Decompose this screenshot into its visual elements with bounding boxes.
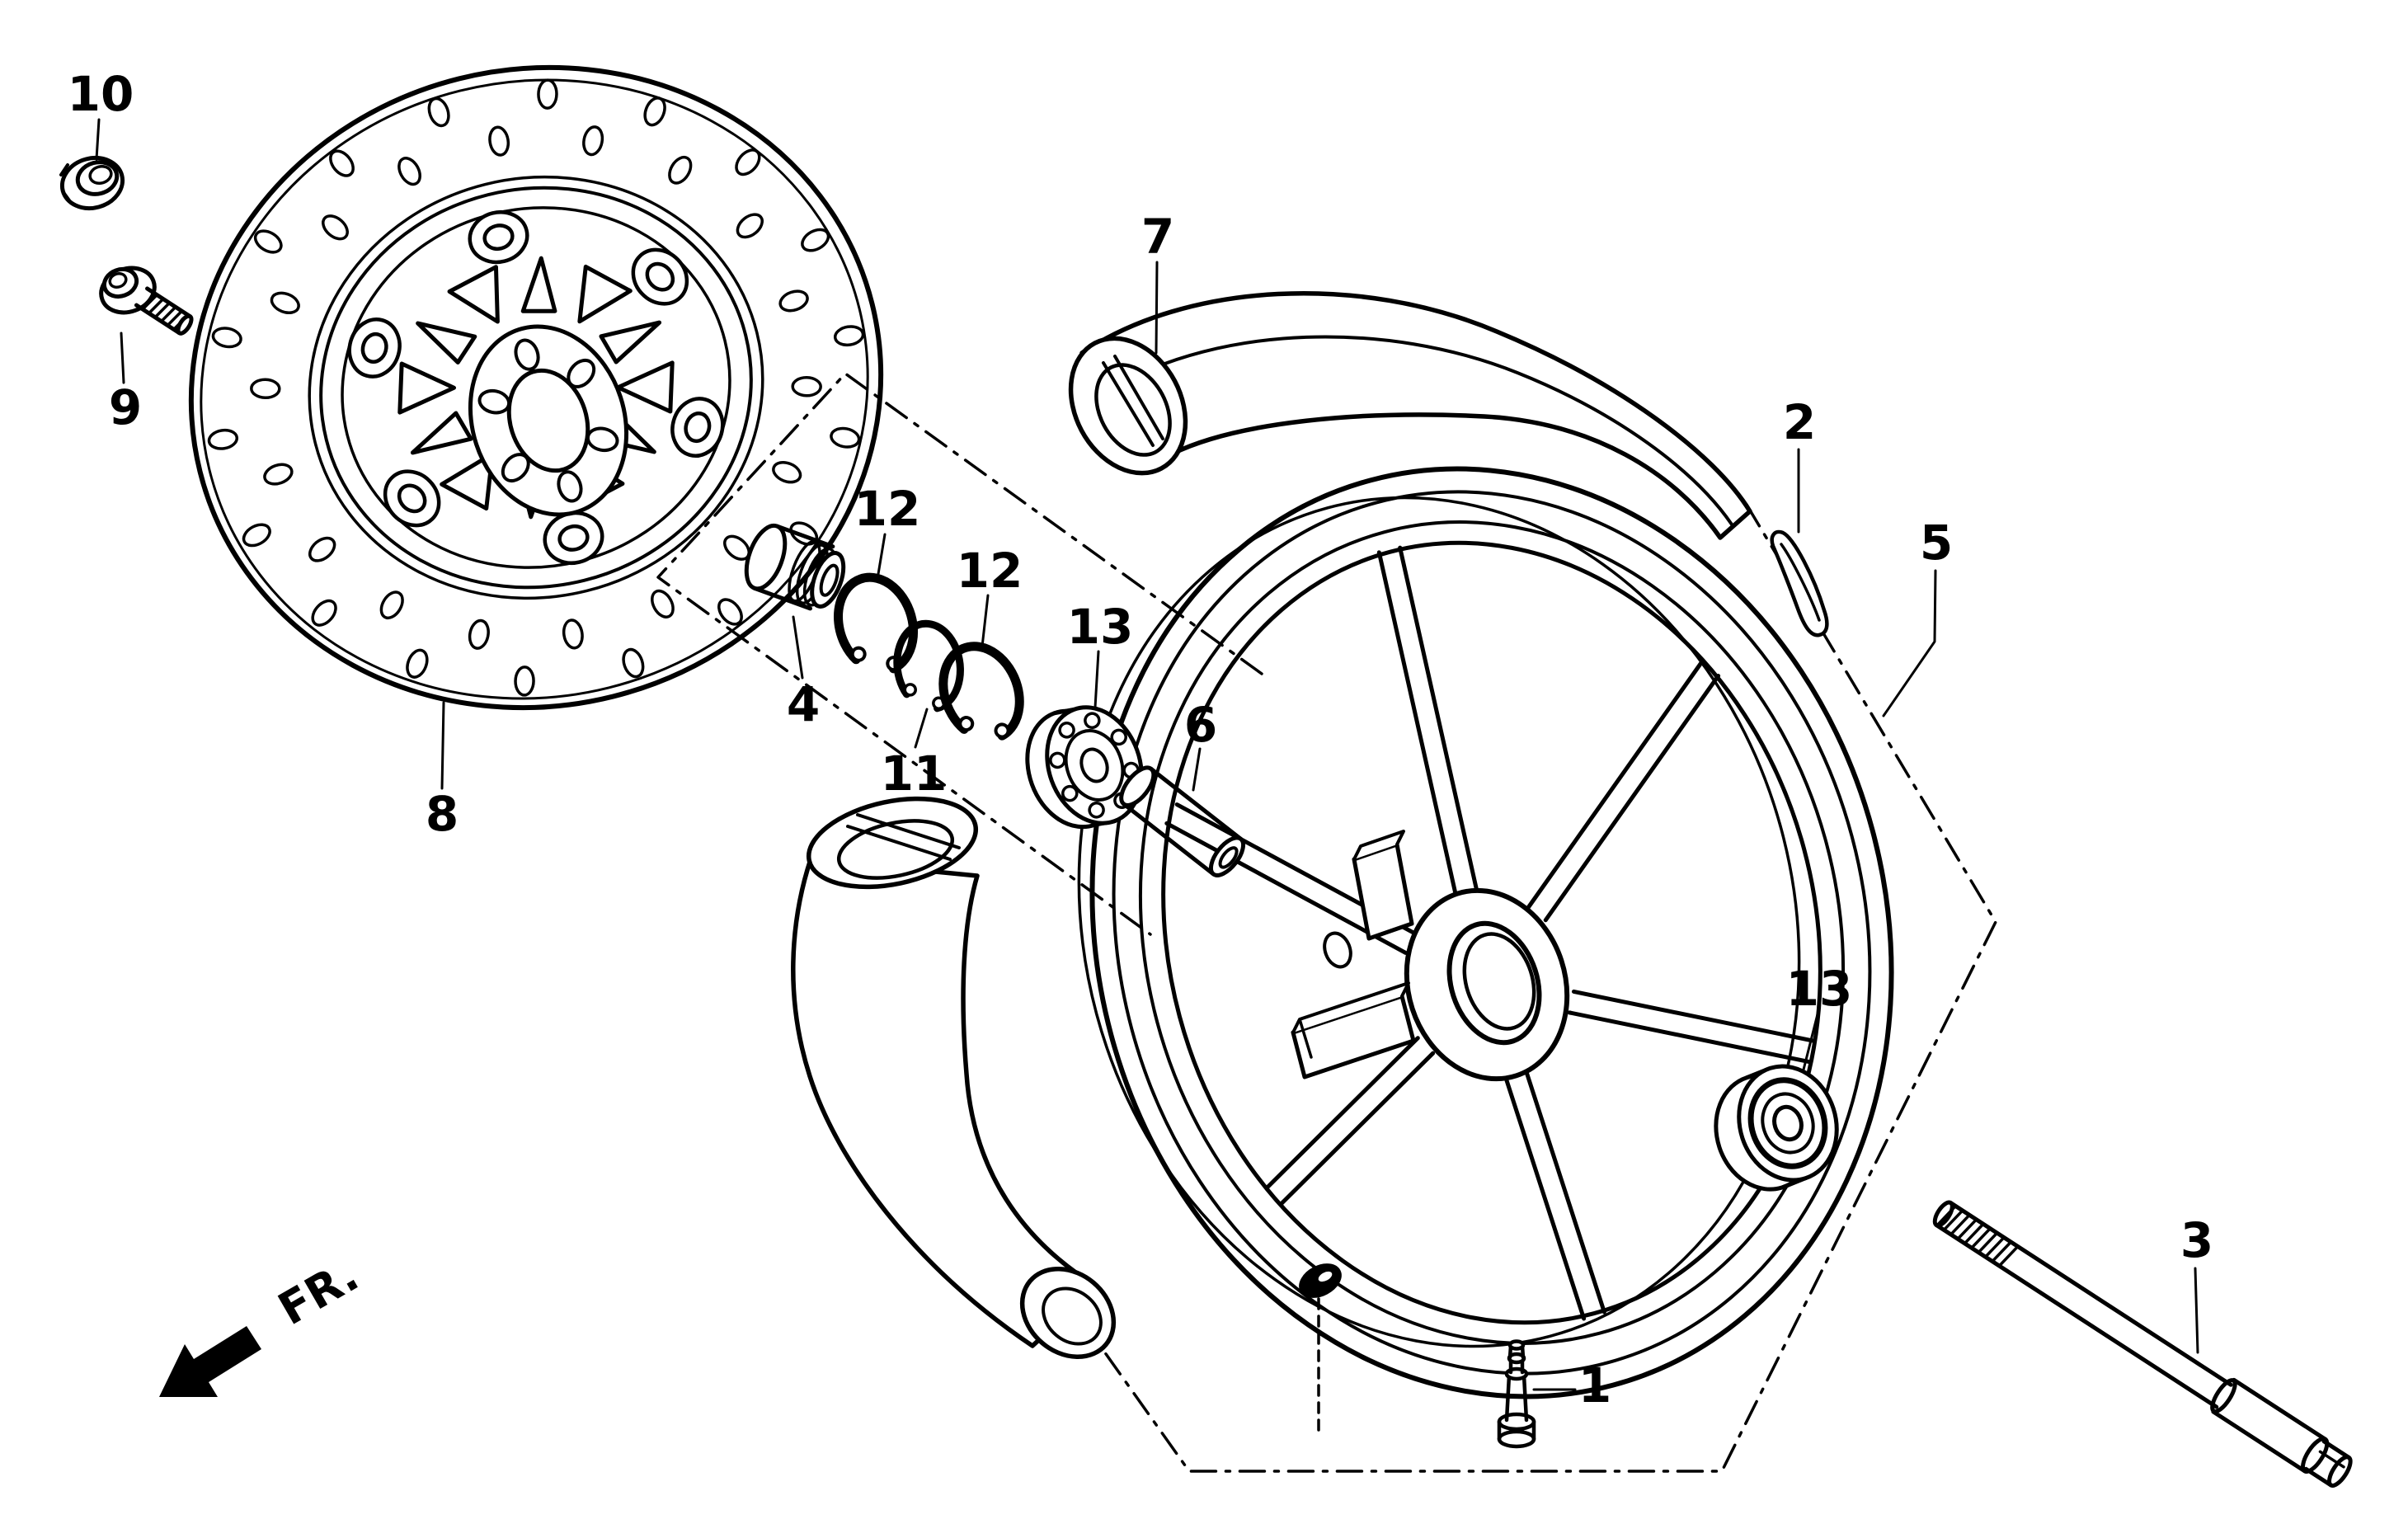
group-boundary-wheel — [945, 503, 1997, 1473]
callout-side-collar-number: 4 — [787, 676, 820, 732]
callout-front-axle-leader — [2194, 1267, 2199, 1354]
front-axle-part — [1932, 1200, 2353, 1488]
callout-disc-bolt-leader — [120, 332, 125, 384]
group-boundary-small-parts — [656, 372, 1263, 936]
callout-bearing-outer-leader — [1802, 1013, 1819, 1071]
fr-arrow-icon — [159, 1326, 261, 1397]
disc-bolt-part — [99, 266, 194, 336]
callout-snap-ring-b-leader — [981, 594, 990, 648]
side-collar-part — [744, 523, 846, 611]
fr-direction-indicator: FR. — [159, 1249, 367, 1397]
callout-hub-spacer-number: 6 — [1184, 697, 1217, 753]
rim-valve-hole — [1299, 1263, 1342, 1438]
snap-ring-b-part — [938, 642, 1024, 741]
bearing-outer-part — [1714, 1064, 1839, 1192]
callout-snap-ring-b-number: 12 — [957, 543, 1023, 599]
disc-float-rivets — [347, 210, 725, 565]
callout-snap-ring-a-number: 12 — [854, 481, 921, 537]
callout-axle-nut-leader — [95, 118, 101, 161]
axle-nut-part — [59, 155, 125, 211]
callout-front-wheel-leader — [1882, 569, 1937, 717]
callout-hub-spacer-leader — [1192, 747, 1202, 792]
front-wheel-drawing — [1077, 466, 1894, 1438]
tire-upper-segment — [1068, 291, 1752, 540]
callout-brake-disc-leader — [440, 701, 445, 790]
brake-disc-drawing — [188, 64, 884, 711]
callout-disc-bolt-number: 9 — [109, 379, 142, 435]
rim-weight-part — [1770, 529, 1829, 637]
fr-label: FR. — [270, 1249, 367, 1336]
disc-hub — [468, 324, 629, 517]
callout-retainer-ring-leader — [914, 708, 929, 749]
bearing-inner-part — [1025, 705, 1144, 830]
callout-snap-ring-a-leader — [876, 533, 887, 581]
callout-tire-valve-number: 1 — [1578, 1357, 1611, 1413]
wheel-hub — [1291, 830, 1570, 1082]
tire-lower-segment — [791, 796, 1117, 1360]
callout-side-collar-leader — [792, 615, 804, 680]
callout-front-wheel-number: 5 — [1920, 515, 1953, 571]
hub-spacer-part — [1119, 765, 1246, 877]
callout-tire-leader — [1155, 261, 1159, 355]
callout-rim-weight-number: 2 — [1783, 394, 1816, 450]
callout-axle-nut-number: 10 — [68, 66, 134, 122]
callout-retainer-ring-number: 11 — [881, 745, 948, 802]
callout-brake-disc-number: 8 — [426, 786, 459, 842]
callout-front-axle-number: 3 — [2180, 1212, 2213, 1268]
callout-bearing-inner-number: 13 — [1067, 599, 1134, 655]
disc-drill-holes — [207, 78, 865, 697]
callout-tire-number: 7 — [1141, 209, 1174, 265]
callout-bearing-outer-number: 13 — [1786, 961, 1853, 1017]
tire-valve-part — [1497, 1339, 1536, 1449]
callout-bearing-inner-leader — [1093, 650, 1100, 709]
